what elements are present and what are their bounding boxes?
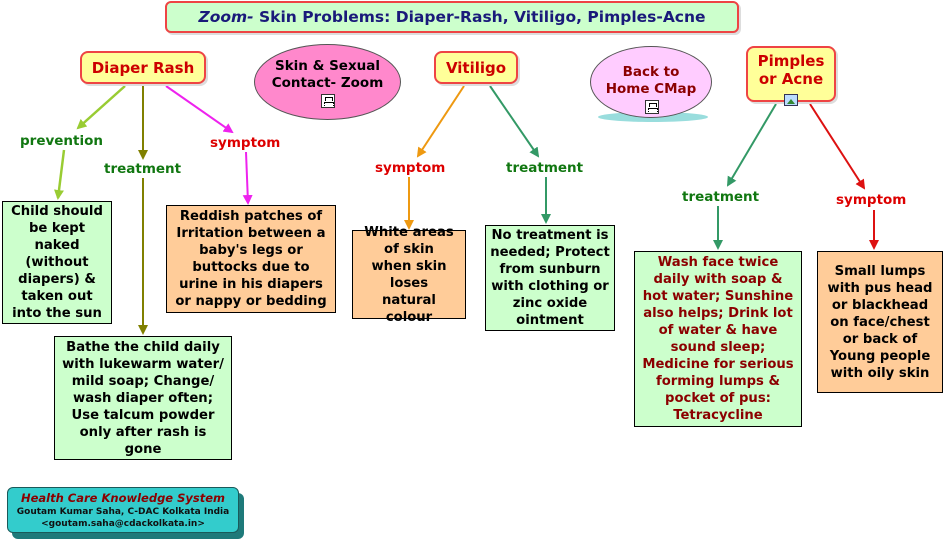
node-white-areas[interactable]: White areas of skin when skin loses natu…	[352, 225, 466, 325]
node-no-treatment[interactable]: No treatment is needed; Protect from sun…	[485, 225, 615, 331]
node-reddish-patches-text: Reddish patches of Irritation between a …	[175, 209, 327, 309]
page-title: Zoom- Skin Problems: Diaper-Rash, Vitili…	[165, 1, 739, 33]
concept-vitiligo-label: Vitiligo	[445, 58, 507, 77]
concept-diaper-rash-label: Diaper Rash	[91, 58, 195, 77]
node-small-lumps[interactable]: Small lumps with pus head or blackhead o…	[817, 251, 943, 393]
concept-map-icon[interactable]	[320, 94, 335, 108]
node-white-areas-text: White areas of skin when skin loses natu…	[364, 224, 454, 325]
skin-sexual-line2: Contact- Zoom	[271, 75, 384, 91]
link-label-treatment-vitiligo: treatment	[506, 160, 584, 176]
skin-sexual-line1: Skin & Sexual	[274, 58, 381, 74]
symptom-diaper-arrow-upper	[165, 85, 234, 134]
footer-title: Health Care Knowledge System	[20, 491, 226, 505]
link-label-prevention: prevention	[20, 133, 104, 149]
symptom-vitiligo-arrow-upper	[416, 85, 465, 158]
concept-pimples-acne[interactable]: Pimples or Acne	[746, 46, 836, 102]
concept-vitiligo[interactable]: Vitiligo	[434, 51, 518, 84]
title-main: Skin Problems: Diaper-Rash, Vitiligo, Pi…	[253, 8, 706, 26]
back-to-home-cmap-link[interactable]: Back to Home CMap	[590, 46, 712, 118]
concept-pimples-label-line2: or Acne	[758, 70, 824, 88]
concept-pimples-label-line1: Pimples	[757, 52, 825, 70]
treatment-vitiligo-arrow-upper	[489, 85, 540, 158]
image-resource-icon[interactable]	[784, 94, 798, 106]
link-label-treatment-diaper: treatment	[104, 161, 182, 177]
node-wash-face[interactable]: Wash face twice daily with soap & hot wa…	[634, 251, 802, 427]
footer-email[interactable]: <goutam.saha@cdackolkata.in>	[41, 519, 205, 529]
node-child-kept-naked-text: Child should be kept naked (without diap…	[11, 204, 103, 321]
symptom-diaper-arrow-lower	[242, 151, 253, 205]
footer-author: Goutam Kumar Saha, C-DAC Kolkata India	[16, 507, 230, 517]
title-prefix: Zoom-	[198, 8, 254, 26]
concept-map-icon[interactable]	[645, 100, 659, 114]
prevention-arrow-upper	[76, 85, 126, 130]
symptom-pimples-arrow-upper	[809, 103, 866, 190]
link-label-symptom-vitiligo: symptom	[375, 160, 446, 176]
concept-diaper-rash[interactable]: Diaper Rash	[80, 51, 206, 84]
link-label-symptom-diaper: symptom	[210, 135, 281, 151]
back-home-line2: Home CMap	[605, 81, 697, 97]
skin-sexual-contact-zoom-link[interactable]: Skin & Sexual Contact- Zoom	[254, 44, 401, 120]
footer-credits: Health Care Knowledge System Goutam Kuma…	[7, 487, 239, 533]
node-wash-face-text: Wash face twice daily with soap & hot wa…	[642, 255, 794, 423]
prevention-arrow-lower	[54, 149, 66, 200]
node-no-treatment-text: No treatment is needed; Protect from sun…	[490, 228, 610, 328]
link-label-symptom-pimples: symptom	[836, 192, 907, 208]
link-label-treatment-pimples: treatment	[682, 189, 760, 205]
node-bathe-child-text: Bathe the child daily with lukewarm wate…	[62, 339, 224, 457]
back-home-line1: Back to	[622, 64, 680, 80]
node-bathe-child[interactable]: Bathe the child daily with lukewarm wate…	[54, 336, 232, 460]
node-reddish-patches[interactable]: Reddish patches of Irritation between a …	[166, 205, 336, 313]
node-small-lumps-text: Small lumps with pus head or blackhead o…	[827, 263, 933, 381]
treatment-pimples-arrow-upper	[726, 103, 777, 187]
node-child-kept-naked[interactable]: Child should be kept naked (without diap…	[2, 201, 112, 324]
